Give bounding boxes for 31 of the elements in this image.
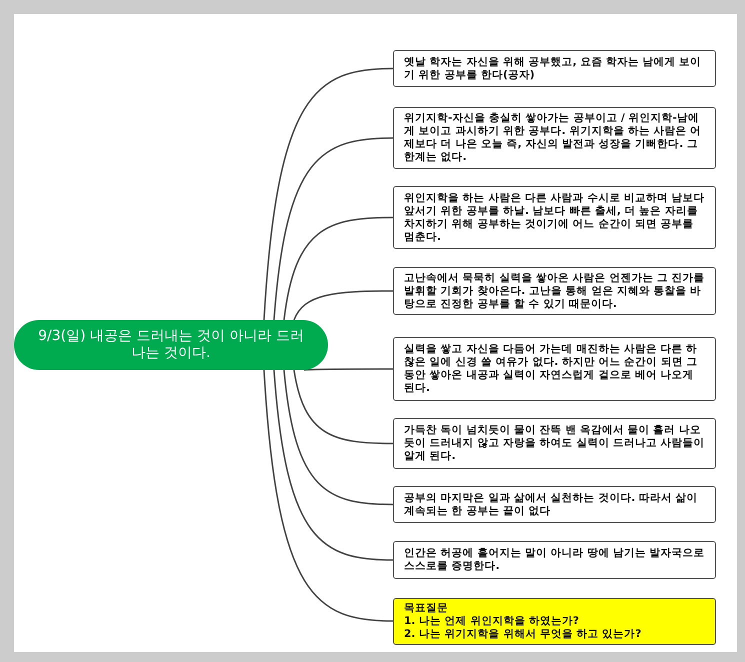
topic-box xyxy=(393,418,716,469)
central-topic-pill xyxy=(14,320,328,370)
topic-text: 1. 나는 언제 위인지학을 하였는가? xyxy=(404,615,580,628)
topic-text: 옛날 학자는 자신을 위해 공부했고, 요즘 학자는 남에게 보이기 위한 공부를 한다(공자) xyxy=(404,56,702,82)
topic-text: 실력을 쌓고 자신을 다듬어 가는데 매진하는 사람은 다른 하찮은 일에 신경 쓸 여유가 없다. 하지만 어느 순간이 되면 그동안 쌓아온 내공과 실력이 자연스럽게 겉으로 베어 나오게 된다. xyxy=(404,343,699,395)
topic-box xyxy=(393,337,716,401)
connector-line xyxy=(263,370,394,622)
topic-text: 2. 나는 위기지학을 위해서 무엇을 하고 있는가? xyxy=(404,628,642,641)
topic-text: 공부의 마지막은 일과 삶에서 실천하는 것이다. 따라서 삶이 계속되는 한 공부는 끝이 없다 xyxy=(404,492,699,518)
connector-line xyxy=(273,370,394,561)
central-topic-text: 9/3(일) 내공은 드러내는 것이 아니라 드러나는 것이다. xyxy=(37,328,305,362)
connector-line xyxy=(293,290,393,320)
connector-line xyxy=(283,216,394,320)
topic-text: 인간은 허공에 흩어지는 말이 아니라 땅에 남기는 발자국으로 스스로를 증명한다. xyxy=(404,547,705,573)
connector-line xyxy=(304,368,393,371)
topic-text: 가득찬 독이 넘치듯이 물이 잔뜩 밴 옥감에서 물이 흘러 나오듯이 드러내지 않고 자랑을 하여도 실력이 드러나고 사람들이 알게 된다. xyxy=(404,424,705,463)
topic-text: 고난속에서 묵묵히 실력을 쌓아온 사람은 언젠가는 그 진가를 발휘할 기회가 찾아온다. 고난을 통해 얻은 지혜와 통찰을 바탕으로 진정한 공부를 할 수 있기 때문이다. xyxy=(404,272,705,310)
topic-box xyxy=(393,107,716,169)
topic-box xyxy=(393,541,716,579)
topic-box xyxy=(393,50,716,87)
topic-box xyxy=(393,267,716,315)
topic-heading: 목표질문 xyxy=(404,602,449,615)
connector-line xyxy=(283,370,394,506)
topic-text: 위기지학-자신을 충실히 쌓아가는 공부이고 / 위인지학-남에게 보이고 과시하기 위한 공부다. 위기지학을 하는 사람은 어제보다 더 나은 오늘 즉, 자신의 발전과 성장을 기뻐한다. 그 한계는 없다. xyxy=(404,112,702,164)
highlighted-topic-box xyxy=(393,598,716,645)
connector-line xyxy=(293,370,394,444)
topic-box xyxy=(393,186,716,249)
connector-line xyxy=(263,68,394,320)
connector-line xyxy=(273,137,394,320)
topic-box xyxy=(393,486,716,523)
topic-text: 위인지학을 하는 사람은 다른 사람과 수시로 비교하며 남보다 앞서기 위한 공부를 하날. 남보다 빠른 출세, 더 높은 자리를 차지하기 위해 공부하는 것이기에 어느 순간이 되면 공부를 멈춘다. xyxy=(404,192,705,244)
